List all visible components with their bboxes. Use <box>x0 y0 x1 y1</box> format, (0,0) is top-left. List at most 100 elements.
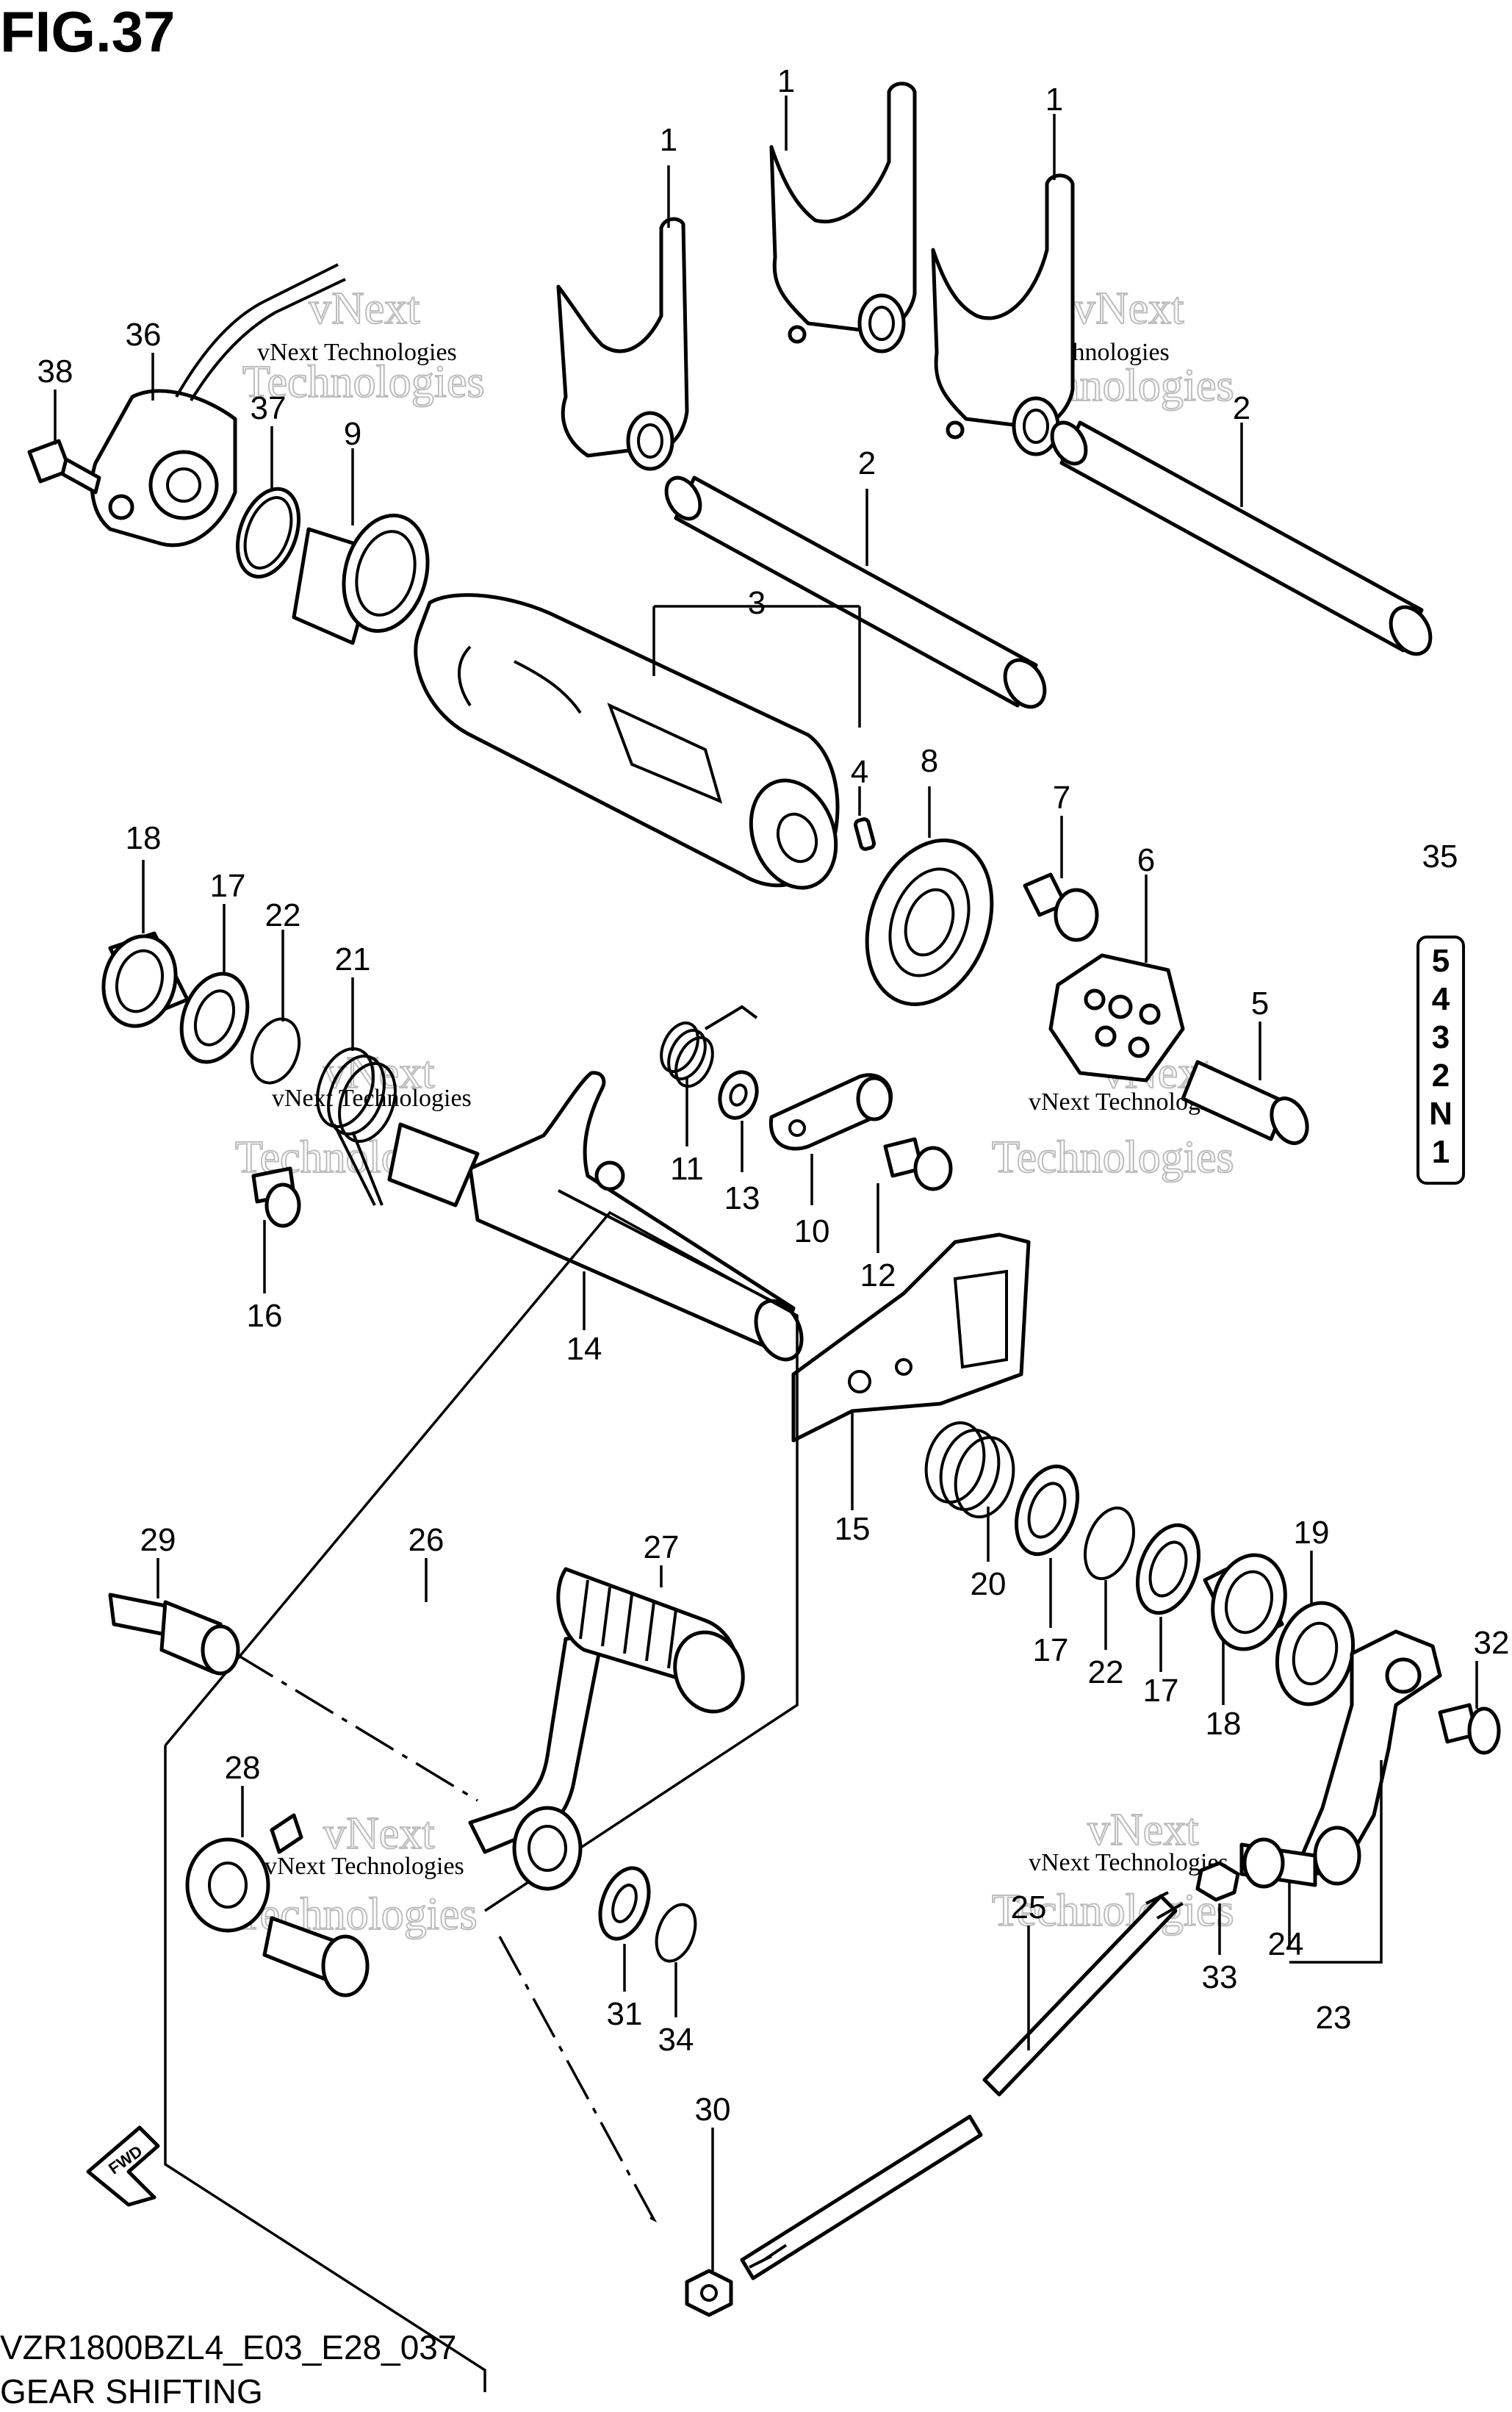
callout-5: 5 <box>1251 986 1269 1022</box>
cam-driven-gear <box>1048 953 1185 1083</box>
nut-33 <box>1195 1861 1240 1902</box>
callout-11: 11 <box>670 1151 704 1187</box>
leader-lines <box>54 96 1478 2271</box>
watermark-5: vNext Technologies <box>264 1853 464 1880</box>
gearshift-rod <box>740 1891 1184 2280</box>
callout-27: 27 <box>644 1529 680 1565</box>
diagram-title: GEAR SHIFTING <box>0 2372 263 2411</box>
watermark-big-1a: vNext <box>309 284 420 334</box>
o-ring <box>235 487 301 579</box>
callout-26: 26 <box>408 1522 444 1558</box>
gear-1: 1 <box>1432 1134 1450 1170</box>
callout-17b: 17 <box>1033 1632 1069 1668</box>
callout-23: 23 <box>1316 2000 1352 2036</box>
gear-shift-cam <box>414 593 840 890</box>
centerline-30 <box>498 1936 658 2223</box>
fwd-arrow-icon: FWD <box>86 2125 160 2207</box>
callout-21: 21 <box>335 941 371 977</box>
sensor-screw <box>27 439 101 495</box>
assembly-box-26 <box>164 1210 799 2392</box>
callout-16: 16 <box>247 1298 283 1334</box>
callout-1a: 1 <box>660 122 677 158</box>
spring-11 <box>660 1005 758 1088</box>
callout-15: 15 <box>835 1511 871 1547</box>
return-spring-21 <box>316 1047 397 1206</box>
callout-1b: 1 <box>777 63 795 99</box>
callout-2b: 2 <box>1233 390 1250 426</box>
bearing-18-lower <box>1203 1553 1287 1651</box>
fork-shaft-right <box>1050 420 1433 656</box>
callout-12: 12 <box>860 1257 896 1293</box>
gear-shift-arm-10 <box>768 1073 893 1151</box>
fork-shaft-left <box>664 475 1047 709</box>
callout-14: 14 <box>566 1331 602 1367</box>
callout-30: 30 <box>695 2092 731 2128</box>
shift-fork-1b <box>769 82 917 353</box>
callout-29: 29 <box>140 1522 176 1558</box>
callout-7: 7 <box>1053 780 1070 816</box>
pin-5 <box>1181 1060 1309 1145</box>
shift-fork-1c <box>931 173 1075 456</box>
callout-9: 9 <box>344 416 361 452</box>
circlip-34 <box>655 1903 697 1963</box>
callout-8: 8 <box>921 743 938 779</box>
washer-17-lower <box>1135 1523 1201 1615</box>
circlip-22-lower <box>1084 1506 1135 1581</box>
callout-34: 34 <box>658 2022 694 2058</box>
watermark-6: vNext Technologies <box>1029 1849 1228 1876</box>
gear-shift-shaft <box>387 1071 804 1362</box>
shift-fork-1a <box>556 217 689 471</box>
needle-bearing-9 <box>292 513 430 645</box>
pin-4 <box>853 817 876 851</box>
callout-18a: 18 <box>126 820 162 856</box>
gearshift-lever <box>468 1633 605 1891</box>
centerline-29 <box>234 1652 478 1802</box>
callout-17a: 17 <box>210 868 246 904</box>
callout-37: 37 <box>251 390 287 426</box>
bolt-12 <box>883 1137 953 1191</box>
watermark-big-2a: vNext <box>1073 284 1184 334</box>
callout-17c: 17 <box>1143 1673 1179 1709</box>
watermark-big-1b: Technologies <box>242 357 485 407</box>
callout-10: 10 <box>794 1213 830 1249</box>
callouts: 1 1 1 2 2 3 4 5 6 7 8 9 10 11 12 13 14 1… <box>37 63 1510 2128</box>
bolt-7 <box>1023 872 1099 942</box>
bolt-29 <box>108 1593 240 1676</box>
watermark-big-6a: vNext <box>1087 1805 1199 1855</box>
watermark-big-6b: Technologies <box>992 1886 1234 1936</box>
joint-28 <box>185 1813 370 1998</box>
gearshift-arm-23 <box>1298 1629 1442 1886</box>
washer-13 <box>718 1070 759 1120</box>
gear-neutral: N <box>1429 1096 1452 1132</box>
bolt-32 <box>1438 1703 1501 1755</box>
callout-38: 38 <box>37 353 73 390</box>
gear-2: 2 <box>1432 1058 1450 1094</box>
gear-position-sensor <box>90 263 346 548</box>
shift-lever-rubber <box>556 1567 745 1714</box>
callout-24: 24 <box>1268 1926 1304 1962</box>
gear-3: 3 <box>1432 1019 1450 1055</box>
watermark-big-5a: vNext <box>323 1809 435 1859</box>
callout-31: 31 <box>607 1996 643 2032</box>
circlip-22-upper <box>250 1017 301 1085</box>
figure-number: FIG.37 <box>0 0 175 64</box>
bearing-18-upper <box>101 931 190 1028</box>
washer-31 <box>598 1866 651 1941</box>
diagram-code: VZR1800BZL4_E03_E28_037 <box>0 2328 456 2366</box>
callout-33: 33 <box>1202 1959 1238 1995</box>
callout-36: 36 <box>126 317 162 353</box>
gear-4: 4 <box>1432 981 1450 1017</box>
washer-17-middle <box>1014 1464 1080 1557</box>
watermark-1: vNext Technologies <box>257 339 457 366</box>
callout-1c: 1 <box>1045 82 1063 118</box>
callout-13: 13 <box>724 1180 760 1216</box>
callout-22b: 22 <box>1088 1654 1124 1690</box>
spring-20 <box>924 1421 1015 1519</box>
callout-19: 19 <box>1294 1515 1330 1551</box>
callout-6: 6 <box>1137 842 1155 878</box>
leader-3 <box>652 605 861 728</box>
gear-5: 5 <box>1432 943 1450 979</box>
ball-bearing-8 <box>865 839 994 1006</box>
joint-24 <box>1239 1837 1317 1889</box>
